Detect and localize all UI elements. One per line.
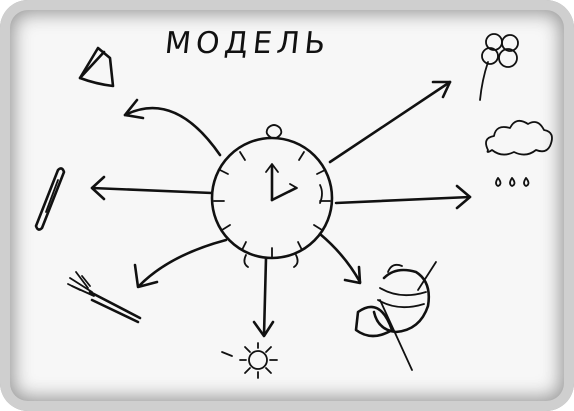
arrow-to-wheat: [135, 240, 226, 287]
thermometer-icon: [36, 168, 64, 229]
arrow-to-sun: [254, 258, 273, 336]
arrow-to-flower: [330, 82, 450, 162]
bird-icon: [356, 262, 436, 370]
clock-icon: [212, 125, 332, 267]
arrow-to-thermometer: [92, 177, 212, 199]
wheat-icon: [68, 272, 140, 322]
flower-icon: [480, 34, 518, 100]
arrow-to-bird: [320, 234, 360, 283]
rain-cloud-icon: [486, 121, 552, 186]
arrow-to-house: [125, 100, 220, 155]
sun-icon: [222, 343, 277, 378]
arrow-to-rain-cloud: [336, 186, 470, 208]
house-icon: [80, 48, 113, 86]
